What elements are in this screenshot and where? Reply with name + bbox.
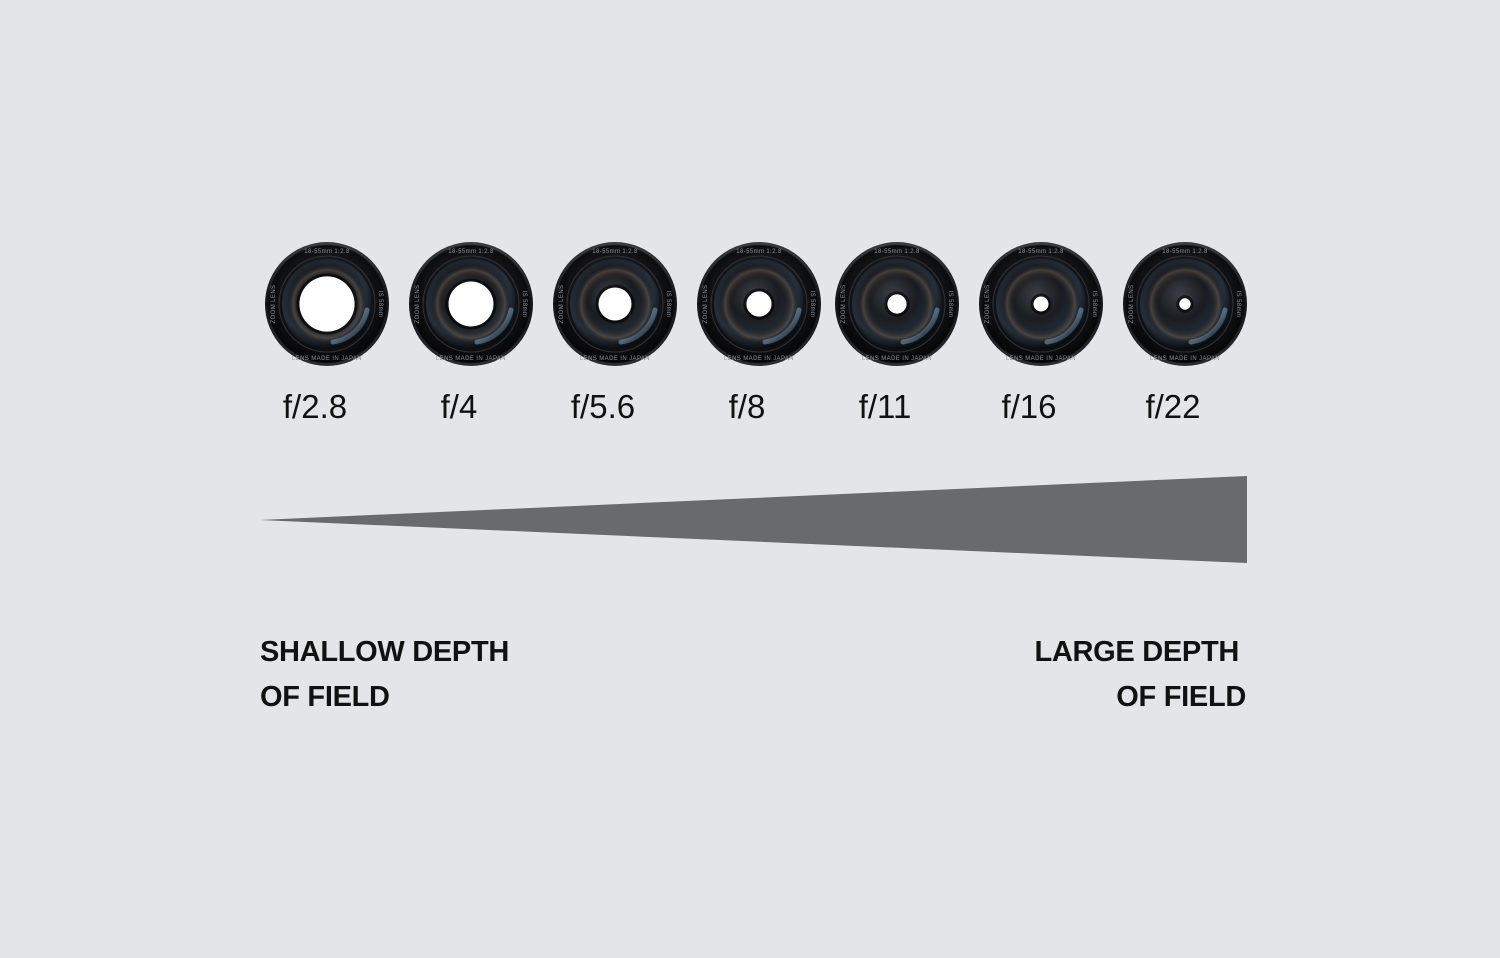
lens-engraving: ZOOM LENS — [985, 285, 991, 324]
lens-engraving: ZOOM LENS — [841, 285, 847, 324]
lens-engraving: 18-55mm 1:2.8 — [1162, 249, 1208, 255]
lens-inner-ring — [566, 255, 664, 353]
aperture-opening — [746, 291, 772, 317]
lens-reflection — [900, 307, 940, 345]
lens-inner-ring — [1136, 255, 1234, 353]
large-depth-label-line1: LARGE DEPTH — [1034, 636, 1239, 668]
lens-engraving: LENS MADE IN JAPAN — [1006, 356, 1076, 362]
lens-reflection — [330, 307, 370, 345]
aperture-opening — [598, 287, 632, 321]
shallow-depth-label-line1: SHALLOW DEPTH — [260, 636, 509, 668]
lens-engraving: 18-55mm 1:2.8 — [874, 249, 920, 255]
lens-engraving: LENS MADE IN JAPAN — [862, 356, 932, 362]
lens-engraving: ZOOM LENS — [703, 285, 709, 324]
f-stop-label: f/22 — [1145, 388, 1200, 425]
lens-engraving: LENS MADE IN JAPAN — [724, 356, 794, 362]
lens-engraving: 18-55mm 1:2.8 — [304, 249, 350, 255]
lens-engraving: LENS MADE IN JAPAN — [580, 356, 650, 362]
lens-engraving: LENS MADE IN JAPAN — [436, 356, 506, 362]
shallow-depth-label-line2: OF FIELD — [260, 681, 390, 713]
lens-engraving: IS 58mm — [665, 291, 671, 318]
lens-engraving: 18-55mm 1:2.8 — [736, 249, 782, 255]
f-stop-label: f/8 — [729, 388, 766, 425]
f-stop-label: f/4 — [441, 388, 478, 425]
f-stop-label: f/16 — [1001, 388, 1056, 425]
lens-engraving: ZOOM LENS — [1129, 285, 1135, 324]
lens-engraving: LENS MADE IN JAPAN — [1150, 356, 1220, 362]
lens-engraving: LENS MADE IN JAPAN — [292, 356, 362, 362]
lens-engraving: ZOOM LENS — [271, 285, 277, 324]
shallow-depth-label: SHALLOW DEPTH OF FIELD — [260, 636, 509, 713]
lens-engraving: IS 58mm — [521, 291, 527, 318]
lens-inner-ring — [992, 255, 1090, 353]
large-depth-label: LARGE DEPTH OF FIELD — [1034, 636, 1246, 713]
lens-inner-ring — [710, 255, 808, 353]
lens-engraving: IS 58mm — [1091, 291, 1097, 318]
aperture-opening — [299, 276, 355, 332]
lens-reflection — [1188, 307, 1228, 345]
lens-engraving: 18-55mm 1:2.8 — [448, 249, 494, 255]
f-stop-label: f/2.8 — [283, 388, 347, 425]
f-stop-label: f/5.6 — [571, 388, 635, 425]
lens-engraving: ZOOM LENS — [415, 285, 421, 324]
lens-reflection — [1044, 307, 1084, 345]
aperture-opening — [1033, 296, 1049, 312]
f-stop-label: f/11 — [859, 388, 912, 425]
large-depth-label-line2: OF FIELD — [1116, 681, 1246, 713]
lens-reflection — [762, 307, 802, 345]
lens-engraving: IS 58mm — [1235, 291, 1241, 318]
aperture-opening — [887, 294, 907, 314]
lens-engraving: IS 58mm — [947, 291, 953, 318]
lens-inner-ring — [848, 255, 946, 353]
lens-inner-ring — [422, 255, 520, 353]
lens-engraving: IS 58mm — [809, 291, 815, 318]
lens-engraving: 18-55mm 1:2.8 — [592, 249, 638, 255]
lens-reflection — [618, 307, 658, 345]
lens-engraving: 18-55mm 1:2.8 — [1018, 249, 1064, 255]
aperture-opening — [1179, 298, 1191, 310]
lens-engraving: IS 58mm — [377, 291, 383, 318]
lens-engraving: ZOOM LENS — [559, 285, 565, 324]
aperture-opening — [448, 281, 494, 327]
lens-reflection — [474, 307, 514, 345]
lens-inner-ring — [278, 255, 376, 353]
depth-of-field-wedge — [260, 476, 1247, 563]
